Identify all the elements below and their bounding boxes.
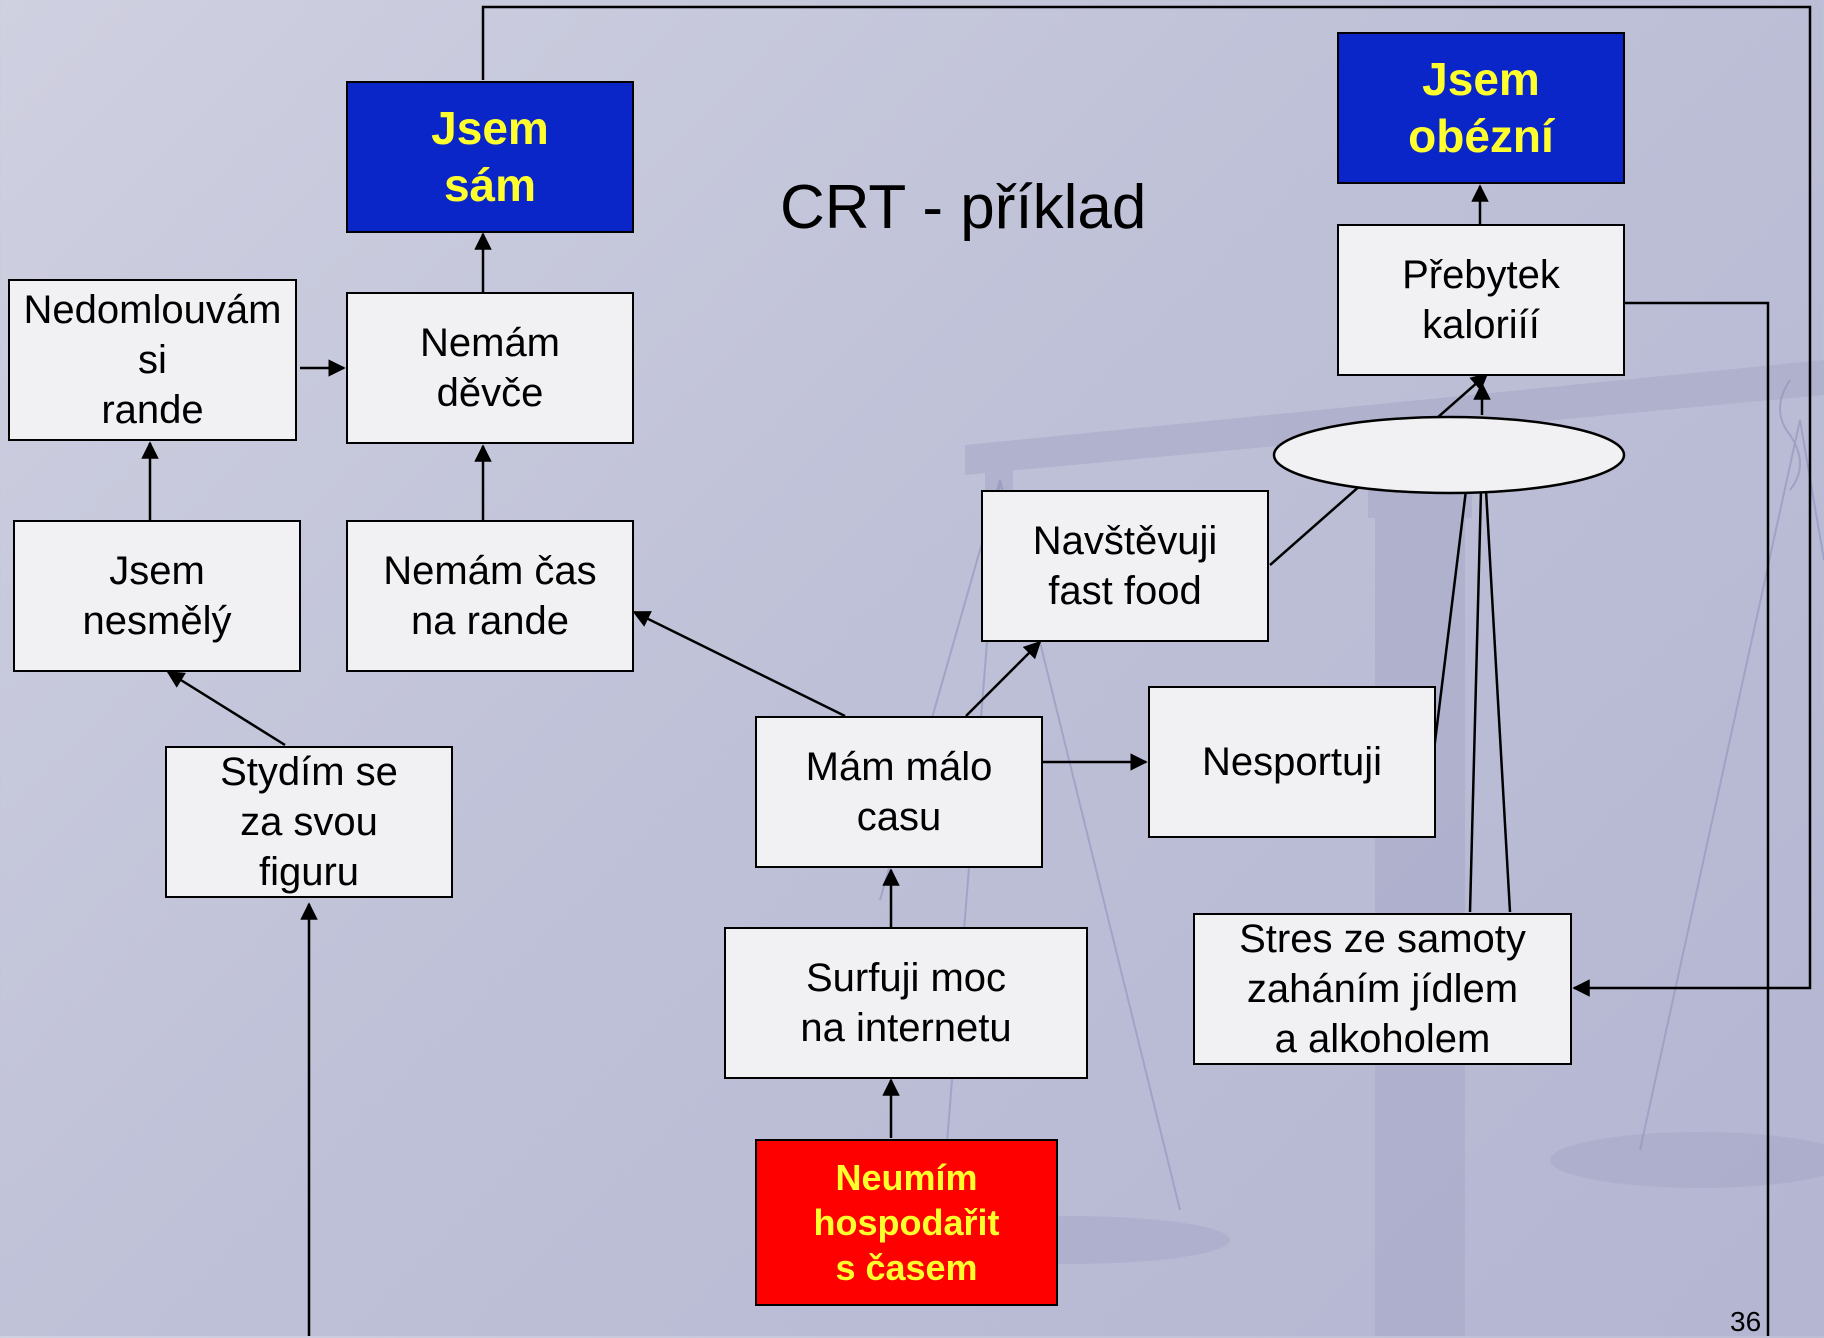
node-nemam-devce: Nemám děvče: [346, 292, 634, 444]
node-jsem-nesmely: Jsem nesmělý: [13, 520, 301, 672]
node-stydim-se-label: Stydím se za svou figuru: [220, 750, 398, 894]
line-stres-to-and-2: [1484, 489, 1512, 913]
node-jsem-sam-label: Jsem sám: [431, 101, 549, 212]
node-nedomlouvam: Nedomlouvám si rande: [8, 279, 297, 441]
node-nedomlouvam-label: Nedomlouvám si rande: [23, 288, 282, 432]
arrow-sam-feedback-to-stres: [481, 5, 1812, 997]
node-stydim-se: Stydím se za svou figuru: [165, 746, 453, 898]
node-jsem-obezni-label: Jsem obézní: [1408, 52, 1554, 163]
arrow-malo-to-navstevuji: [965, 640, 1042, 717]
and-connector-ellipse: [1272, 415, 1626, 495]
node-navstevuji-fast-food: Navštěvuji fast food: [981, 490, 1269, 642]
node-navstevuji-fast-food-label: Navštěvuji fast food: [1032, 519, 1218, 613]
node-jsem-obezni: Jsem obézní: [1337, 32, 1625, 184]
node-nesportuji: Nesportuji: [1148, 686, 1436, 838]
line-stres-to-and: [1468, 489, 1483, 913]
node-jsem-nesmely-label: Jsem nesmělý: [82, 549, 232, 643]
node-surfuji: Surfuji moc na internetu: [724, 927, 1088, 1079]
node-prebytek-kalorii-label: Přebytek kaloriíí: [1402, 253, 1560, 347]
line-nesportuji-to-and: [1432, 489, 1468, 751]
slide-title: CRT - příklad: [780, 173, 1147, 242]
line-prebytek-feedback: [1625, 301, 1770, 1336]
node-mam-malo-casu-label: Mám málo casu: [805, 745, 993, 839]
node-nemam-cas: Nemám čas na rande: [346, 520, 634, 672]
node-surfuji-label: Surfuji moc na internetu: [800, 956, 1012, 1050]
node-stres-ze-samoty: Stres ze samoty zaháním jídlem a alkohol…: [1193, 913, 1572, 1065]
node-nemam-cas-label: Nemám čas na rande: [383, 549, 597, 643]
node-mam-malo-casu: Mám málo casu: [755, 716, 1043, 868]
node-jsem-sam: Jsem sám: [346, 81, 634, 233]
arrow-stydim-to-nesmely: [166, 670, 286, 747]
node-neumim-hospodarit-label: Neumím hospodařit s časem: [813, 1157, 1000, 1288]
node-nemam-devce-label: Nemám děvče: [419, 321, 561, 415]
node-nesportuji-label: Nesportuji: [1201, 740, 1383, 784]
arrow-malo-to-cas: [632, 610, 846, 718]
node-prebytek-kalorii: Přebytek kaloriíí: [1337, 224, 1625, 376]
slide-number: 36: [1730, 1306, 1762, 1337]
node-neumim-hospodarit: Neumím hospodařit s časem: [755, 1139, 1058, 1306]
node-stres-ze-samoty-label: Stres ze samoty zaháním jídlem a alkohol…: [1239, 917, 1526, 1061]
